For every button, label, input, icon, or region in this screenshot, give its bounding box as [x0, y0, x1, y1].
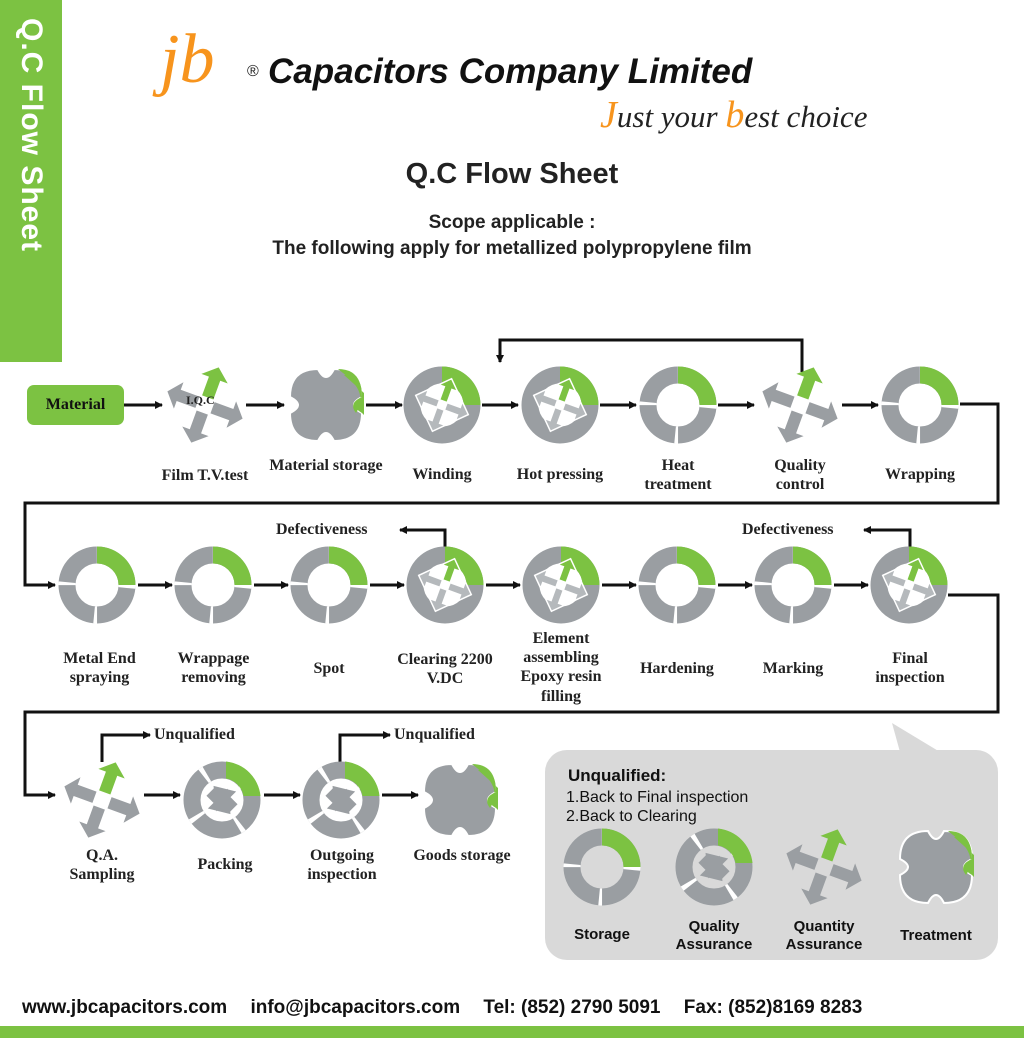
sidebar-tab: Q.C Flow Sheet: [0, 0, 62, 362]
defectiveness-clearing-note: Defectiveness: [276, 521, 368, 538]
footer-bar: [0, 1026, 1024, 1038]
step-film-tv-test: Film T.V.test: [161, 467, 249, 484]
unqualified-outgoing-note: Unqualified: [394, 726, 475, 743]
iqc-label: I.Q.C: [186, 393, 215, 407]
step-metal-end-spraying: Metal End spraying: [63, 650, 136, 687]
footer-fax: Fax: (852)8169 8283: [683, 997, 863, 1018]
legend-item-2: 2.Back to Clearing: [566, 808, 697, 825]
legend-item-1: 1.Back to Final inspection: [566, 789, 749, 806]
legend-title: Unqualified:: [568, 766, 667, 785]
page-title: Q.C Flow Sheet: [405, 158, 619, 190]
company-name: Capacitors Company Limited: [268, 52, 753, 91]
footer-contact: www.jbcapacitors.com info@jbcapacitors.c…: [22, 997, 880, 1019]
step-hot-pressing: Hot pressing: [516, 466, 604, 483]
scope-description: The following apply for metallized polyp…: [272, 238, 752, 259]
step-wrapping: Wrapping: [885, 466, 955, 483]
step-quality-control: Quality control: [774, 457, 826, 494]
step-wrappage-removing: Wrappage removing: [177, 650, 250, 687]
unqualified-qa-note: Unqualified: [154, 726, 235, 743]
step-goods-storage: Goods storage: [413, 847, 511, 864]
step-heat-treatment: Heat treatment: [644, 457, 712, 494]
defectiveness-final-note: Defectiveness: [742, 521, 834, 538]
step-element-assembling: Element assembling Epoxy resin filling: [520, 630, 602, 705]
step-material-storage: Material storage: [269, 457, 383, 474]
slogan: Just your best choice: [600, 94, 868, 136]
material-start: Material: [27, 385, 124, 425]
quantity-assurance-icon: [781, 824, 867, 910]
step-marking: Marking: [762, 660, 824, 677]
step-hardening: Hardening: [640, 660, 714, 677]
legend-treatment-label: Treatment: [900, 927, 972, 944]
legend-storage-label: Storage: [574, 926, 630, 943]
storage-icon: [572, 829, 641, 898]
step-qa-sampling: Q.A. Sampling: [69, 847, 135, 884]
step-packing: Packing: [197, 856, 253, 873]
step-final-inspection: Final inspection: [875, 650, 945, 687]
logo-mark: jb: [160, 21, 215, 98]
footer-website[interactable]: www.jbcapacitors.com: [22, 997, 228, 1018]
legend-quantity-assurance-label: Quantity Assurance: [785, 918, 863, 953]
step-spot: Spot: [313, 660, 345, 677]
footer-tel: Tel: (852) 2790 5091: [483, 997, 661, 1018]
registered-mark: ®: [247, 63, 259, 80]
scope-heading: Scope applicable :: [428, 212, 596, 233]
step-winding: Winding: [412, 466, 472, 483]
treatment-icon: [899, 830, 975, 904]
sidebar-label: Q.C Flow Sheet: [15, 18, 48, 253]
quality-assurance-icon: [684, 829, 753, 898]
legend-quality-assurance-label: Quality Assurance: [675, 918, 753, 953]
step-clearing: Clearing 2200 V.DC: [397, 651, 493, 688]
footer-email[interactable]: info@jbcapacitors.com: [250, 997, 461, 1018]
step-outgoing-inspection: Outgoing inspection: [307, 847, 377, 884]
